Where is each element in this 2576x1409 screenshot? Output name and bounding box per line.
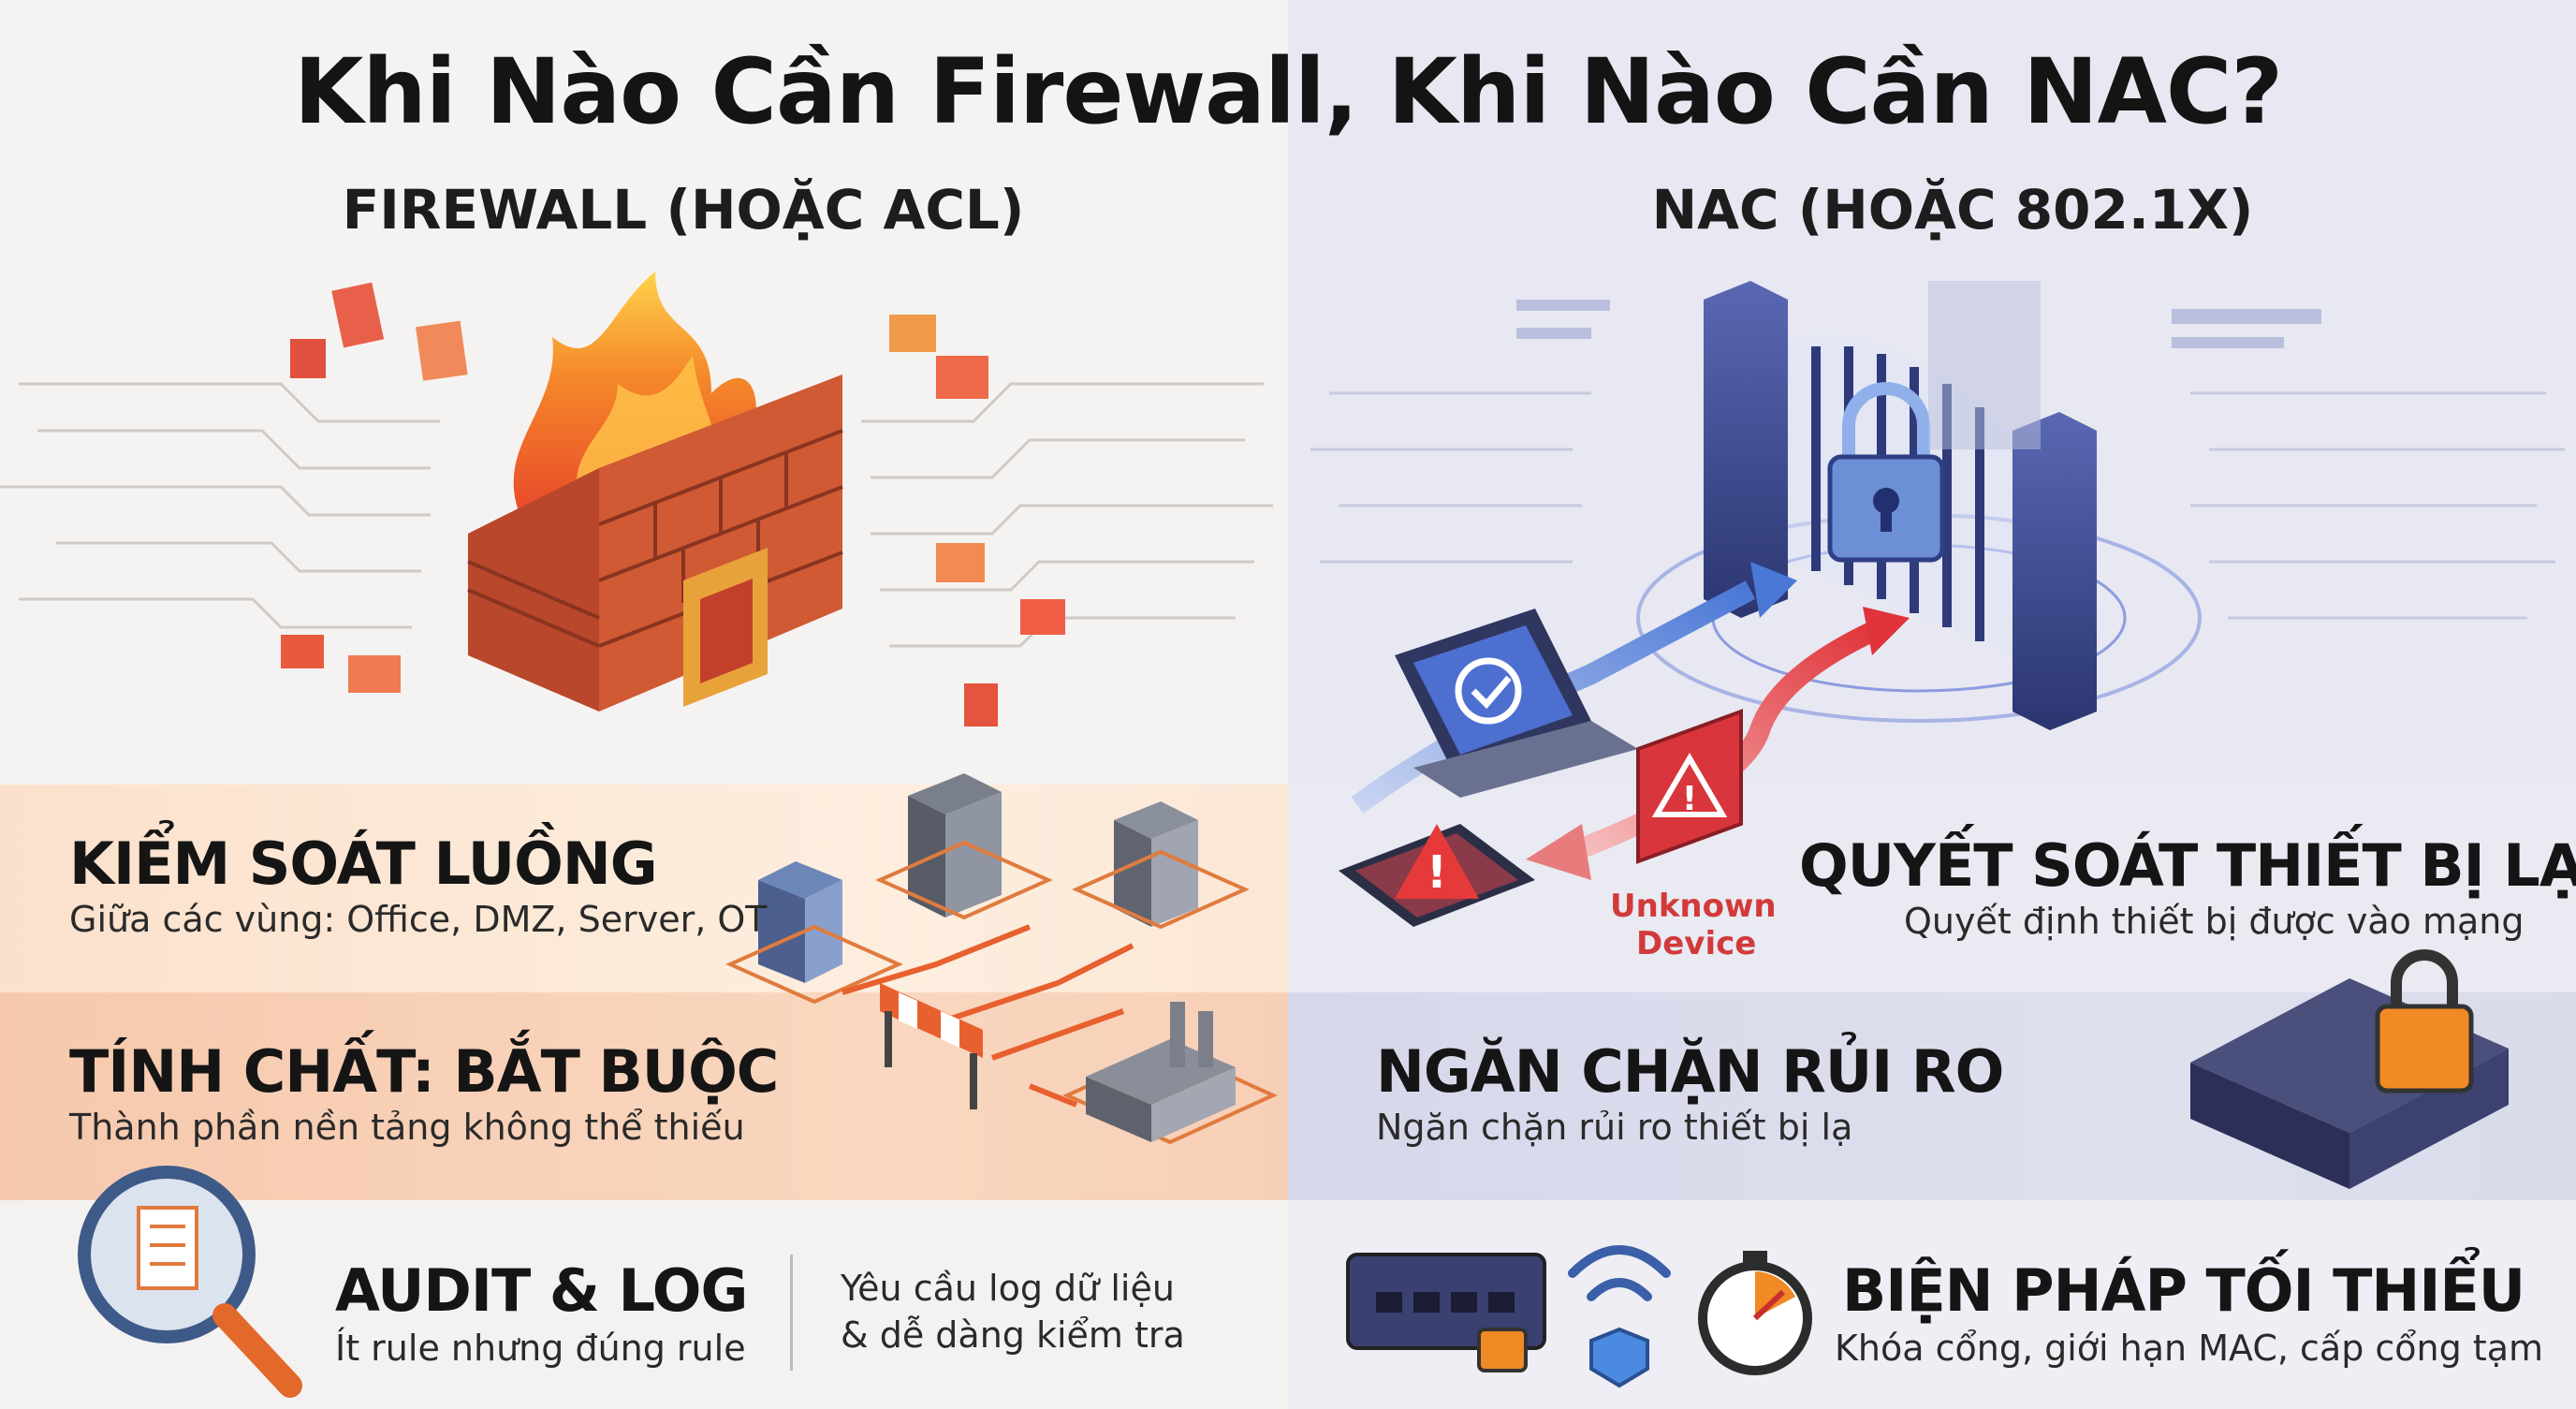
tablet-warning-icon: ! bbox=[1339, 824, 1535, 927]
firewall-panel bbox=[0, 0, 1288, 1409]
padlock-icon bbox=[1827, 382, 1945, 563]
unknown-device-line1: Unknown bbox=[1610, 888, 1777, 925]
audit-divider bbox=[790, 1255, 793, 1371]
stopwatch-icon bbox=[1698, 1251, 1812, 1375]
minimum-measures-title: BIỆN PHÁP TỐI THIỂU bbox=[1842, 1256, 2525, 1325]
device-control-title: QUYẾT SOÁT THIẾT BỊ LẠ bbox=[1799, 831, 2576, 900]
firewall-heading: FIREWALL (HOẶC ACL) bbox=[342, 178, 1025, 242]
barrier-icon bbox=[880, 983, 983, 1109]
warning-icon: ! bbox=[1636, 709, 1743, 864]
risk-prevention-title: NGĂN CHẶN RỦI RO bbox=[1376, 1037, 2004, 1106]
packet-icons bbox=[281, 282, 1065, 727]
switch-lock-icon bbox=[2190, 949, 2509, 1189]
audit-title: AUDIT & LOG bbox=[335, 1256, 748, 1325]
laptop-icon bbox=[1395, 609, 1638, 798]
flow-control-desc: Giữa các vùng: Office, DMZ, Server, OT bbox=[69, 899, 768, 940]
svg-text:!: ! bbox=[1427, 846, 1447, 899]
audit-side-line2: & dễ dàng kiểm tra bbox=[841, 1314, 1185, 1356]
flow-arrows bbox=[842, 924, 1134, 1108]
wifi-icon bbox=[1568, 1245, 1671, 1388]
switch-icon bbox=[1346, 1253, 1546, 1372]
nature-desc: Thành phần nền tảng không thể thiếu bbox=[69, 1107, 745, 1148]
circuit-lines-right bbox=[1310, 391, 2565, 620]
code-panels bbox=[1516, 281, 2321, 449]
minimum-measures-desc: Khóa cổng, giới hạn MAC, cấp cổng tạm bbox=[1835, 1328, 2544, 1369]
page-title: Khi Nào Cần Firewall, Khi Nào Cần NAC? bbox=[293, 39, 2283, 144]
nac-heading: NAC (HOẶC 802.1X) bbox=[1651, 178, 2254, 242]
office-building-icon bbox=[758, 861, 842, 983]
flow-control-title: KIỂM SOÁT LUỒNG bbox=[69, 829, 658, 898]
device-control-desc: Quyết định thiết bị được vào mạng bbox=[1904, 901, 2525, 942]
audit-desc: Ít rule nhưng đúng rule bbox=[335, 1328, 746, 1369]
svg-text:!: ! bbox=[1682, 780, 1697, 818]
flow-band bbox=[0, 785, 1288, 992]
audit-side-line1: Yêu cầu log dữ liệu bbox=[841, 1268, 1175, 1309]
brick-wall-icon bbox=[467, 272, 843, 712]
risk-prevention-desc: Ngăn chặn rủi ro thiết bị lạ bbox=[1376, 1107, 1853, 1148]
factory-icon bbox=[1086, 1002, 1236, 1142]
server-icon bbox=[908, 773, 1198, 927]
unknown-device-line2: Device bbox=[1636, 925, 1757, 962]
nature-title: TÍNH CHẤT: BẮT BUỘC bbox=[69, 1037, 779, 1106]
magnifier-icon bbox=[78, 1166, 302, 1398]
